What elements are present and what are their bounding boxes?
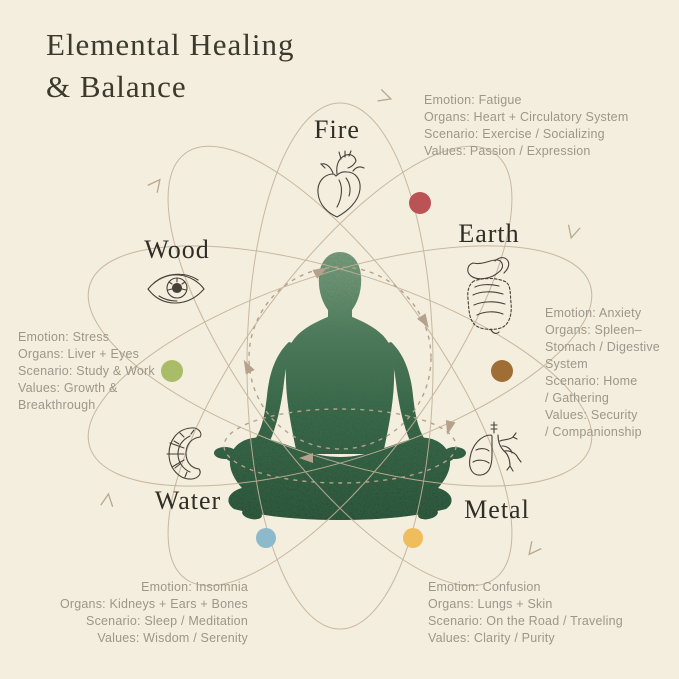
earth-organs-2: Stomach / Digestive — [545, 340, 660, 354]
earth-values-2: / Companionship — [545, 425, 642, 439]
earth-organs: Organs: Spleen– — [545, 323, 642, 337]
water-values: Values: Wisdom / Serenity — [97, 631, 248, 645]
metal-dot — [403, 528, 423, 548]
metal-organs: Organs: Lungs + Skin — [428, 597, 553, 611]
metal-values: Values: Clarity / Purity — [428, 631, 555, 645]
metal-label: Metal — [464, 495, 530, 524]
fire-details: Emotion: Fatigue Organs: Heart + Circula… — [424, 92, 659, 160]
wood-label: Wood — [144, 235, 210, 264]
fire-organs: Organs: Heart + Circulatory System — [424, 110, 629, 124]
wood-values: Values: Growth & — [18, 381, 118, 395]
wood-details: Emotion: Stress Organs: Liver + Eyes Sce… — [18, 329, 168, 414]
earth-dot — [491, 360, 513, 382]
water-scenario: Scenario: Sleep / Meditation — [86, 614, 248, 628]
energy-flow-dashed-arcs — [223, 266, 457, 484]
page-title: Elemental Healing & Balance — [46, 24, 295, 108]
earth-label: Earth — [458, 219, 520, 248]
heart-icon — [317, 150, 365, 218]
fire-label: Fire — [314, 115, 360, 144]
wood-values-2: Breakthrough — [18, 398, 96, 412]
metal-details: Emotion: Confusion Organs: Lungs + Skin … — [428, 579, 663, 647]
fire-scenario: Scenario: Exercise / Socializing — [424, 127, 605, 141]
title-line-1: Elemental Healing — [46, 27, 295, 62]
earth-organs-3: System — [545, 357, 588, 371]
water-organs: Organs: Kidneys + Ears + Bones — [59, 597, 248, 611]
eye-icon — [147, 273, 205, 304]
wood-scenario: Scenario: Study & Work — [18, 364, 155, 378]
earth-scenario-2: / Gathering — [545, 391, 610, 405]
metal-emotion: Emotion: Confusion — [428, 580, 541, 594]
water-details: Emotion: Insomnia Organs: Kidneys + Ears… — [18, 579, 248, 647]
title-line-2: & Balance — [46, 69, 187, 104]
water-dot — [256, 528, 276, 548]
digestive-icon — [467, 257, 512, 334]
wood-dot — [161, 360, 183, 382]
water-label: Water — [154, 486, 222, 515]
lungs-icon — [469, 421, 522, 476]
earth-values: Values: Security — [545, 408, 638, 422]
earth-scenario: Scenario: Home — [545, 374, 638, 388]
kidney-icon — [166, 427, 202, 480]
earth-emotion: Emotion: Anxiety — [545, 306, 642, 320]
wood-organs: Organs: Liver + Eyes — [18, 347, 140, 361]
water-emotion: Emotion: Insomnia — [141, 580, 248, 594]
fire-values: Values: Passion / Expression — [424, 144, 591, 158]
fire-emotion: Emotion: Fatigue — [424, 93, 522, 107]
metal-scenario: Scenario: On the Road / Traveling — [428, 614, 623, 628]
fire-dot — [409, 192, 431, 214]
wood-emotion: Emotion: Stress — [18, 330, 110, 344]
earth-details: Emotion: Anxiety Organs: Spleen– Stomach… — [545, 305, 675, 441]
